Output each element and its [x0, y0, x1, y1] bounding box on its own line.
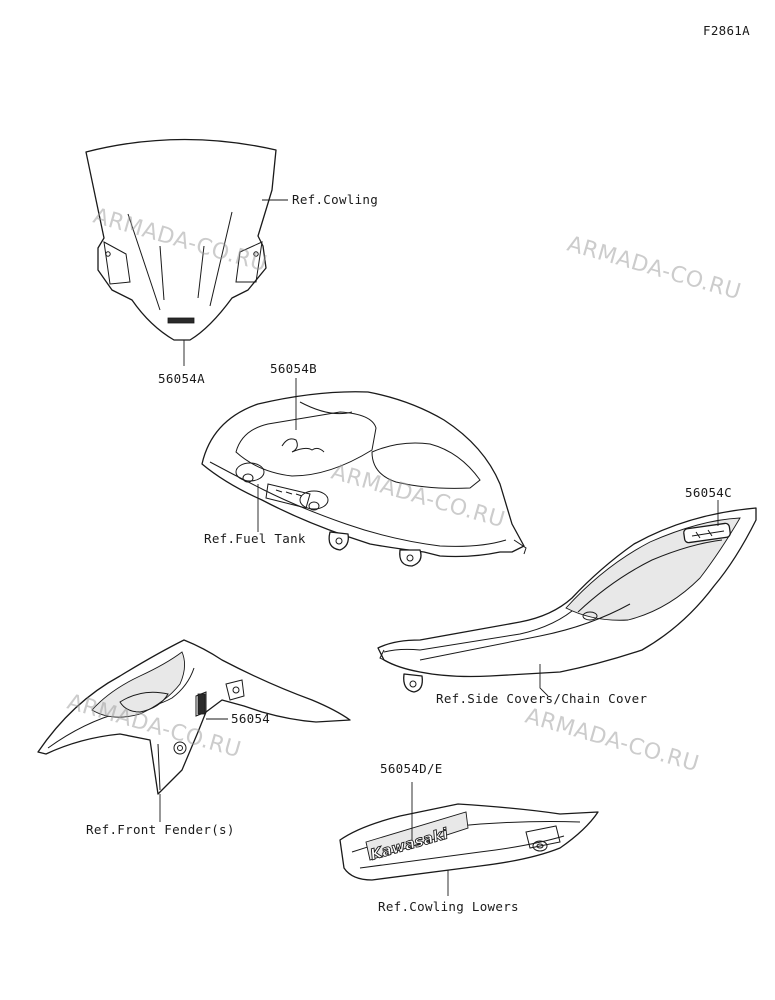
- ref-front-fender-label: Ref.Front Fender(s): [86, 822, 235, 837]
- cowling-lower-part[interactable]: Kawasaki: [339, 803, 599, 881]
- figure-code: F2861A: [703, 23, 750, 38]
- watermark-2: ARMADA-CO.RU: [564, 232, 744, 306]
- callout-56054a: 56054A: [158, 371, 205, 386]
- callout-56054c: 56054C: [685, 485, 732, 500]
- ref-cowling-lowers-label: Ref.Cowling Lowers: [378, 899, 519, 914]
- fuel-tank-part[interactable]: [201, 391, 527, 567]
- ref-side-covers-label: Ref.Side Covers/Chain Cover: [436, 691, 647, 706]
- front-fender-part[interactable]: [37, 639, 351, 795]
- watermark-5: ARMADA-CO.RU: [522, 704, 702, 778]
- callout-56054b: 56054B: [270, 361, 317, 376]
- callout-56054: 56054: [231, 711, 270, 726]
- callout-56054de: 56054D/E: [380, 761, 443, 776]
- ref-cowling-label: Ref.Cowling: [292, 192, 378, 207]
- side-cover-part[interactable]: [377, 507, 757, 693]
- ref-fuel-tank-label: Ref.Fuel Tank: [204, 531, 306, 546]
- windshield-part[interactable]: [85, 138, 277, 341]
